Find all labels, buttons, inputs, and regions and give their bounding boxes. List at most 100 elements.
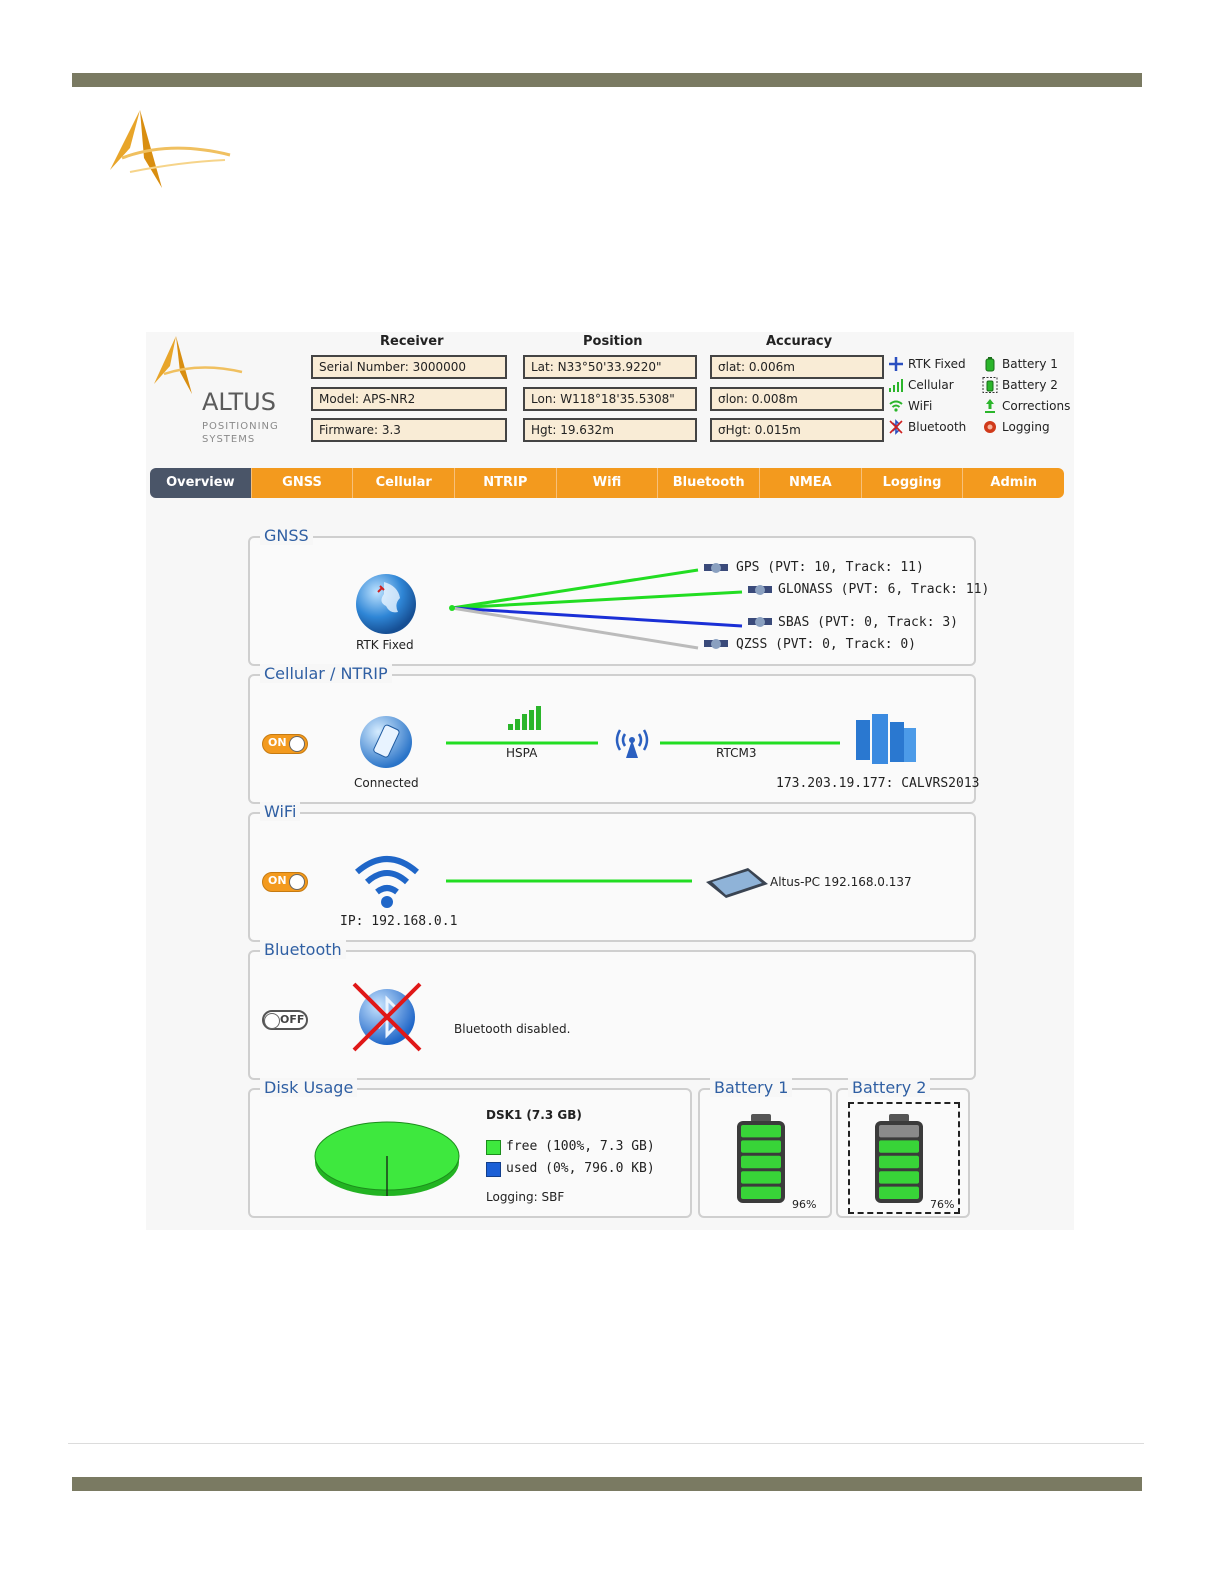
wifi-icon[interactable]: [352, 850, 422, 910]
longitude-field: Lon: W118°18'35.5308": [523, 387, 697, 411]
gnss-status-label: RTK Fixed: [356, 638, 414, 652]
bluetooth-disabled-icon[interactable]: [350, 980, 424, 1054]
signal-bars-icon: [889, 379, 903, 392]
battery-1-cell-5: [741, 1125, 781, 1138]
brand: ALTUS POSITIONING SYSTEMS: [150, 332, 290, 452]
wifi-icon: [889, 400, 903, 412]
wifi-ip-label: IP: 192.168.0.1: [340, 914, 458, 929]
sbas-satellite-icon: [748, 617, 772, 627]
protocol-label: RTCM3: [716, 746, 757, 760]
firmware-field: Firmware: 3.3: [311, 418, 507, 442]
altus-logo-icon: [110, 110, 231, 188]
tab-gnss[interactable]: GNSS: [251, 468, 354, 498]
position-heading: Position: [583, 334, 643, 349]
legend-cellular: Cellular: [888, 377, 954, 393]
sbas-label: SBAS (PVT: 0, Track: 3): [778, 615, 959, 630]
wifi-toggle[interactable]: ON: [262, 872, 308, 892]
sigma-hgt-field: σHgt: 0.015m: [710, 418, 884, 442]
network-type-label: HSPA: [506, 746, 538, 760]
bluetooth-disabled-icon: [889, 419, 903, 435]
battery-1-cell-3: [741, 1155, 781, 1169]
signal-bars-icon: [508, 706, 541, 730]
crosshair-icon: [889, 357, 903, 371]
battery-2-cell-2: [879, 1171, 919, 1184]
tab-cellular[interactable]: Cellular: [353, 468, 456, 498]
qzss-link-line: [451, 606, 699, 650]
battery-1-panel: Battery 1 96%: [698, 1078, 832, 1218]
legend-battery-2-label: Battery 2: [1002, 378, 1058, 392]
cellular-link-line-2: [660, 741, 840, 745]
battery-icon: [985, 357, 995, 372]
receiver-heading: Receiver: [380, 334, 444, 349]
tab-overview[interactable]: Overview: [150, 468, 252, 498]
qzss-label: QZSS (PVT: 0, Track: 0): [736, 637, 917, 652]
battery-selected-icon: [982, 377, 998, 393]
main-tabs: Overview GNSS Cellular NTRIP Wifi Blueto…: [150, 468, 1064, 498]
tab-nmea[interactable]: NMEA: [760, 468, 862, 498]
battery-2-title: Battery 2: [848, 1078, 931, 1097]
brand-name: ALTUS: [202, 388, 276, 416]
cellular-status-label: Connected: [354, 776, 419, 790]
disk-usage-panel: Disk Usage DSK1 (7.3 GB) free (100%, 7.3…: [248, 1078, 692, 1218]
battery-1-level-fill: [741, 1125, 781, 1199]
battery-2-level-fill: [879, 1125, 919, 1199]
battery-2-cell-4: [879, 1140, 919, 1153]
legend-corrections: Corrections: [982, 398, 1070, 414]
battery-2-selection-frame: [848, 1102, 960, 1214]
footer-divider: [68, 1443, 1144, 1444]
sigma-lon-field: σlon: 0.008m: [710, 387, 884, 411]
disk-name-label: DSK1 (7.3 GB): [486, 1108, 582, 1122]
top-bar: [72, 73, 1142, 87]
gps-link-line: [451, 568, 699, 610]
cellular-toggle-knob: [289, 736, 305, 752]
battery-2-icon: [875, 1114, 923, 1203]
accuracy-heading: Accuracy: [766, 334, 833, 349]
legend-bluetooth: Bluetooth: [888, 419, 966, 435]
cellular-panel: Cellular / NTRIP ON Connected HSPA RTCM3…: [248, 664, 980, 804]
battery-2-cell-1: [879, 1186, 919, 1199]
tab-admin[interactable]: Admin: [963, 468, 1064, 498]
cellular-panel-title: Cellular / NTRIP: [260, 664, 392, 683]
battery-2-cell-5: [879, 1125, 919, 1138]
gnss-links: [449, 568, 743, 650]
battery-1-cell-4: [741, 1140, 781, 1153]
brand-subtitle: POSITIONING SYSTEMS: [202, 421, 279, 445]
overview-screen: ALTUS POSITIONING SYSTEMS Receiver Posit…: [146, 332, 1074, 1230]
legend-battery-1-label: Battery 1: [1002, 357, 1058, 371]
sigma-lat-field: σlat: 0.006m: [710, 355, 884, 379]
free-legend-swatch: [486, 1140, 501, 1155]
glonass-label: GLONASS (PVT: 6, Track: 11): [778, 582, 990, 597]
server-icon: [856, 714, 916, 764]
free-legend-label: free (100%, 7.3 GB): [506, 1139, 655, 1154]
legend-wifi: WiFi: [888, 398, 932, 414]
cellular-toggle[interactable]: ON: [262, 734, 308, 754]
gnss-panel-title: GNSS: [260, 526, 313, 545]
wifi-toggle-knob: [289, 874, 305, 890]
legend-rtk-fixed: RTK Fixed: [888, 356, 966, 372]
disk-usage-panel-title: Disk Usage: [260, 1078, 358, 1097]
bluetooth-toggle[interactable]: OFF: [262, 1010, 308, 1030]
legend-battery-2: Battery 2: [982, 377, 1058, 393]
legend-bluetooth-label: Bluetooth: [908, 420, 967, 434]
legend-cellular-label: Cellular: [908, 378, 954, 392]
battery-2-percent: 76%: [930, 1198, 955, 1211]
gps-label: GPS (PVT: 10, Track: 11): [736, 560, 924, 575]
used-legend-label: used (0%, 796.0 KB): [506, 1161, 655, 1176]
tab-bluetooth[interactable]: Bluetooth: [658, 468, 761, 498]
battery-2-panel[interactable]: Battery 2 76%: [836, 1078, 970, 1218]
laptop-icon: [706, 868, 768, 898]
tab-logging[interactable]: Logging: [861, 468, 964, 498]
tab-wifi[interactable]: Wifi: [556, 468, 659, 498]
gnss-panel: GNSS RTK Fixed GPS (PVT: 10, Track: 11) …: [248, 526, 989, 666]
tab-ntrip[interactable]: NTRIP: [455, 468, 557, 498]
legend-logging-label: Logging: [1002, 420, 1050, 434]
cellular-link-line-1: [446, 741, 598, 745]
wifi-client-label: Altus-PC 192.168.0.137: [770, 875, 912, 889]
globe-icon[interactable]: [354, 572, 418, 636]
latitude-field: Lat: N33°50'33.9220": [523, 355, 697, 379]
phone-icon[interactable]: [358, 714, 414, 770]
qzss-satellite-icon: [704, 639, 728, 649]
battery-1-icon: [737, 1114, 785, 1203]
legend-rtk-fixed-label: RTK Fixed: [908, 357, 966, 371]
glonass-satellite-icon: [748, 585, 772, 595]
